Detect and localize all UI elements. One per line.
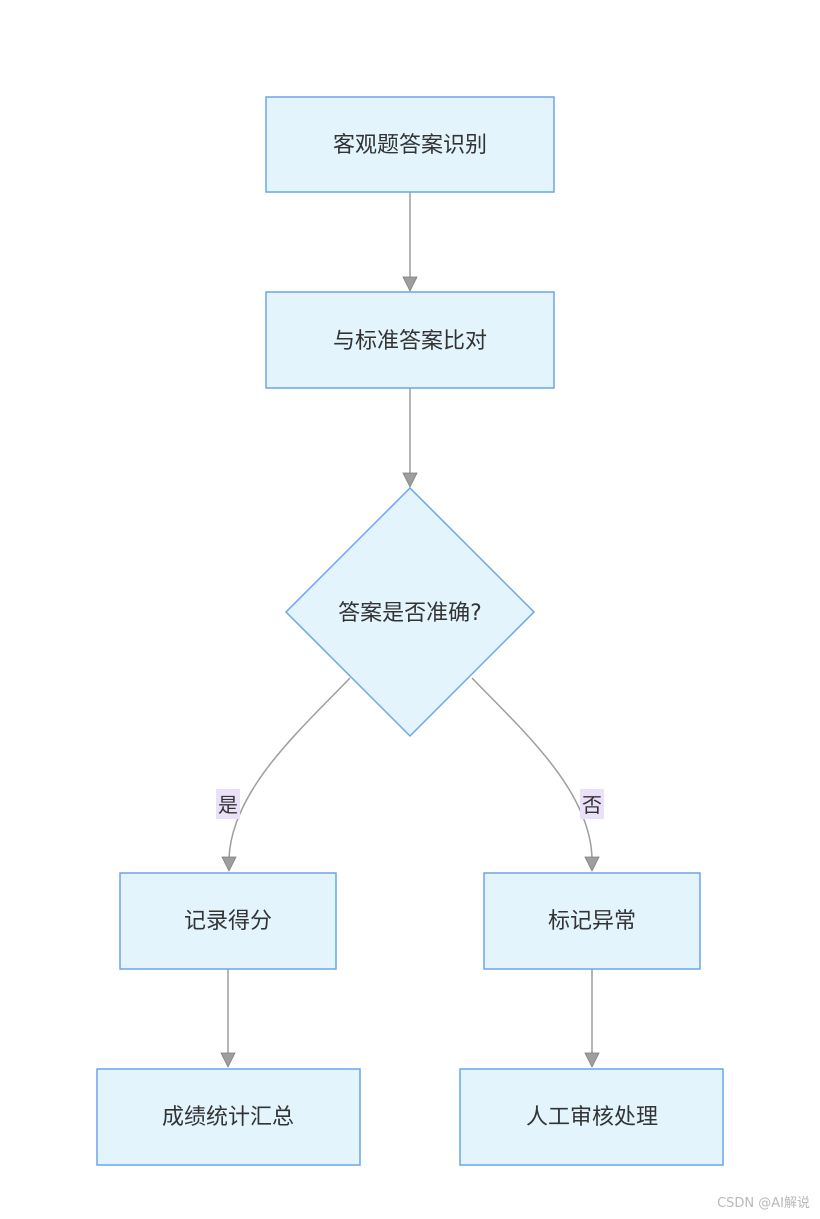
node-recognize-label: 客观题答案识别 <box>333 133 487 158</box>
node-manual-box <box>459 1068 724 1166</box>
node-mark-label: 标记异常 <box>548 909 636 934</box>
arrowhead-manual <box>584 1052 600 1068</box>
edge-decision-to-mark <box>471 677 593 859</box>
edge-label-yes-bg <box>216 789 240 819</box>
edge-label-no-text: 否 <box>582 793 602 817</box>
edge-label-no: 否 <box>580 789 604 819</box>
node-compare: 与标准答案比对 <box>265 291 555 389</box>
arrowhead-record <box>221 856 237 872</box>
node-record-label: 记录得分 <box>184 909 272 934</box>
node-record: 记录得分 <box>119 872 337 970</box>
node-decision-label: 答案是否准确? <box>338 601 482 626</box>
node-record-box <box>119 872 337 970</box>
node-summary: 成绩统计汇总 <box>96 1068 361 1166</box>
arrowhead-mark <box>584 856 600 872</box>
arrowhead-summary <box>220 1052 236 1068</box>
node-decision: 答案是否准确? <box>284 486 536 738</box>
arrowhead-decision <box>402 472 418 488</box>
node-recognize-box <box>265 96 555 193</box>
node-manual: 人工审核处理 <box>459 1068 724 1166</box>
node-summary-label: 成绩统计汇总 <box>162 1105 294 1130</box>
node-recognize: 客观题答案识别 <box>265 96 555 193</box>
node-decision-diamond <box>284 486 536 738</box>
edges <box>220 192 600 1068</box>
node-compare-label: 与标准答案比对 <box>333 329 487 354</box>
node-manual-label: 人工审核处理 <box>526 1105 658 1130</box>
edge-label-yes: 是 <box>216 789 240 819</box>
edge-label-no-bg <box>580 789 604 819</box>
node-mark: 标记异常 <box>483 872 701 970</box>
arrowhead-compare <box>402 276 418 292</box>
node-summary-box <box>96 1068 361 1166</box>
edge-label-yes-text: 是 <box>218 793 238 817</box>
node-mark-box <box>483 872 701 970</box>
node-compare-box <box>265 291 555 389</box>
edge-decision-to-record <box>228 677 351 859</box>
watermark: CSDN @AI解说 <box>717 1196 810 1211</box>
